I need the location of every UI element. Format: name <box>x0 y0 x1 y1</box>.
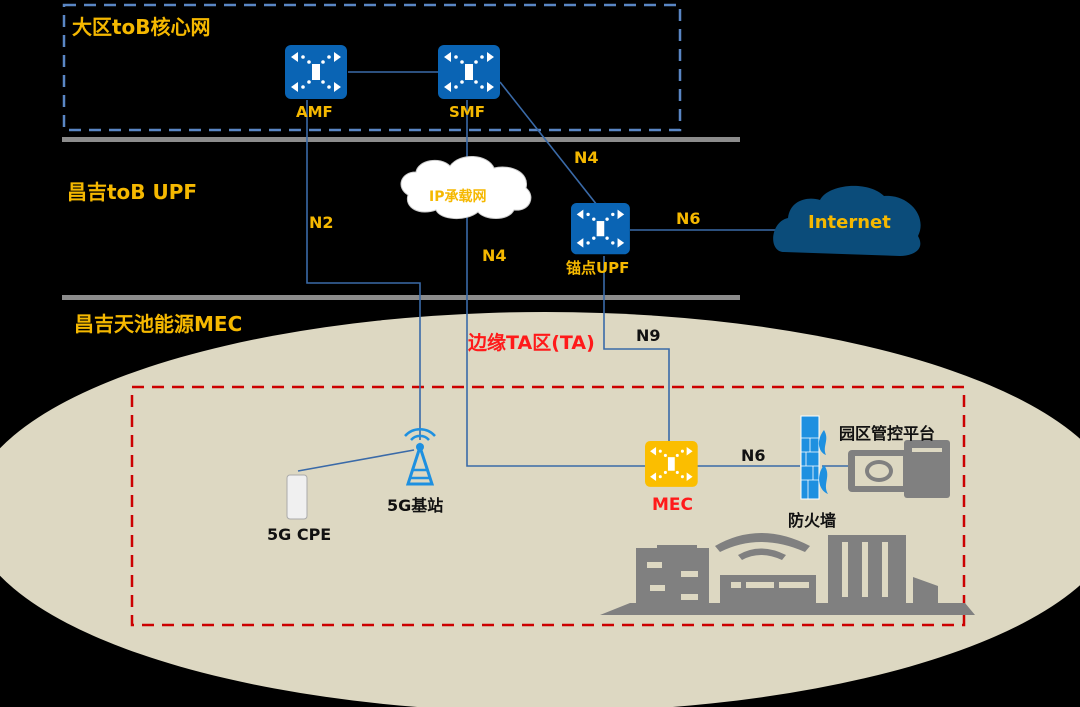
link-label-n4-smf-upf: N4 <box>574 148 599 167</box>
cpe-device-icon[interactable] <box>286 474 308 520</box>
link-label-n4-ip: N4 <box>482 246 507 265</box>
mec-zone <box>0 312 1080 707</box>
base-station-icon[interactable] <box>404 427 436 486</box>
campus-buildings-icon <box>600 533 975 615</box>
base-station-label: 5G基站 <box>387 496 444 515</box>
firewall-icon[interactable] <box>800 415 828 500</box>
region-label-core: 大区toB核心网 <box>72 15 211 39</box>
region-label-edge-ta: 边缘TA区(TA) <box>468 332 595 354</box>
divider-upf-mec <box>62 295 740 300</box>
link-n4-smf-upf <box>499 81 598 206</box>
cpe-label: 5G CPE <box>267 525 332 544</box>
internet-cloud-icon[interactable] <box>773 185 921 256</box>
anchor-upf-label: 锚点UPF <box>566 259 630 277</box>
link-label-n6-mec: N6 <box>741 446 766 465</box>
amf-label: AMF <box>296 103 333 121</box>
internet-label: Internet <box>808 212 891 233</box>
smf-label: SMF <box>449 103 485 121</box>
divider-core-upf <box>62 137 740 142</box>
link-label-n2: N2 <box>309 213 334 232</box>
anchor-upf-router-icon[interactable] <box>571 203 630 255</box>
platform-computer-icon[interactable] <box>848 440 950 498</box>
mec-router-icon[interactable] <box>645 441 698 487</box>
platform-label: 园区管控平台 <box>839 424 936 443</box>
mec-label: MEC <box>652 495 694 515</box>
firewall-label: 防火墙 <box>788 511 837 530</box>
ip-network-label: IP承载网 <box>429 189 487 205</box>
link-n4-mec <box>466 215 648 467</box>
link-label-n9: N9 <box>636 326 661 345</box>
amf-router-icon[interactable] <box>285 45 347 99</box>
link-label-n6-internet: N6 <box>676 209 701 228</box>
region-label-mec: 昌吉天池能源MEC <box>74 312 243 336</box>
smf-router-icon[interactable] <box>438 45 500 99</box>
link-cpe-bts <box>297 449 415 472</box>
link-n2 <box>306 100 421 440</box>
core-network-boundary <box>62 3 682 132</box>
region-label-upf: 昌吉toB UPF <box>67 180 198 204</box>
ip-network-cloud-icon[interactable] <box>400 156 532 219</box>
link-n9 <box>603 256 670 442</box>
edge-ta-boundary <box>130 385 966 627</box>
